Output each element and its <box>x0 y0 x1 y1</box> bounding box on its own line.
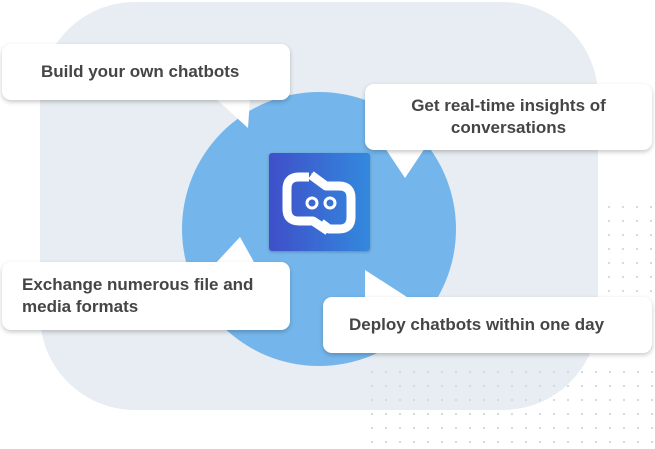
bubble-text: Get real-time insights of conversations <box>411 96 606 137</box>
bubble-text: Exchange numerous file and media formats <box>22 275 254 316</box>
feature-bubble-deploy: Deploy chatbots within one day <box>323 297 652 353</box>
feature-bubble-insights: Get real-time insights of conversations <box>365 84 652 150</box>
app-logo <box>269 153 370 251</box>
dot-pattern <box>365 365 655 449</box>
bubble-text: Deploy chatbots within one day <box>349 315 605 334</box>
chatbot-robot-icon <box>282 171 356 235</box>
feature-bubble-build: Build your own chatbots <box>2 44 290 100</box>
bubble-text: Build your own chatbots <box>41 62 240 81</box>
feature-bubble-exchange: Exchange numerous file and media formats <box>2 262 290 330</box>
